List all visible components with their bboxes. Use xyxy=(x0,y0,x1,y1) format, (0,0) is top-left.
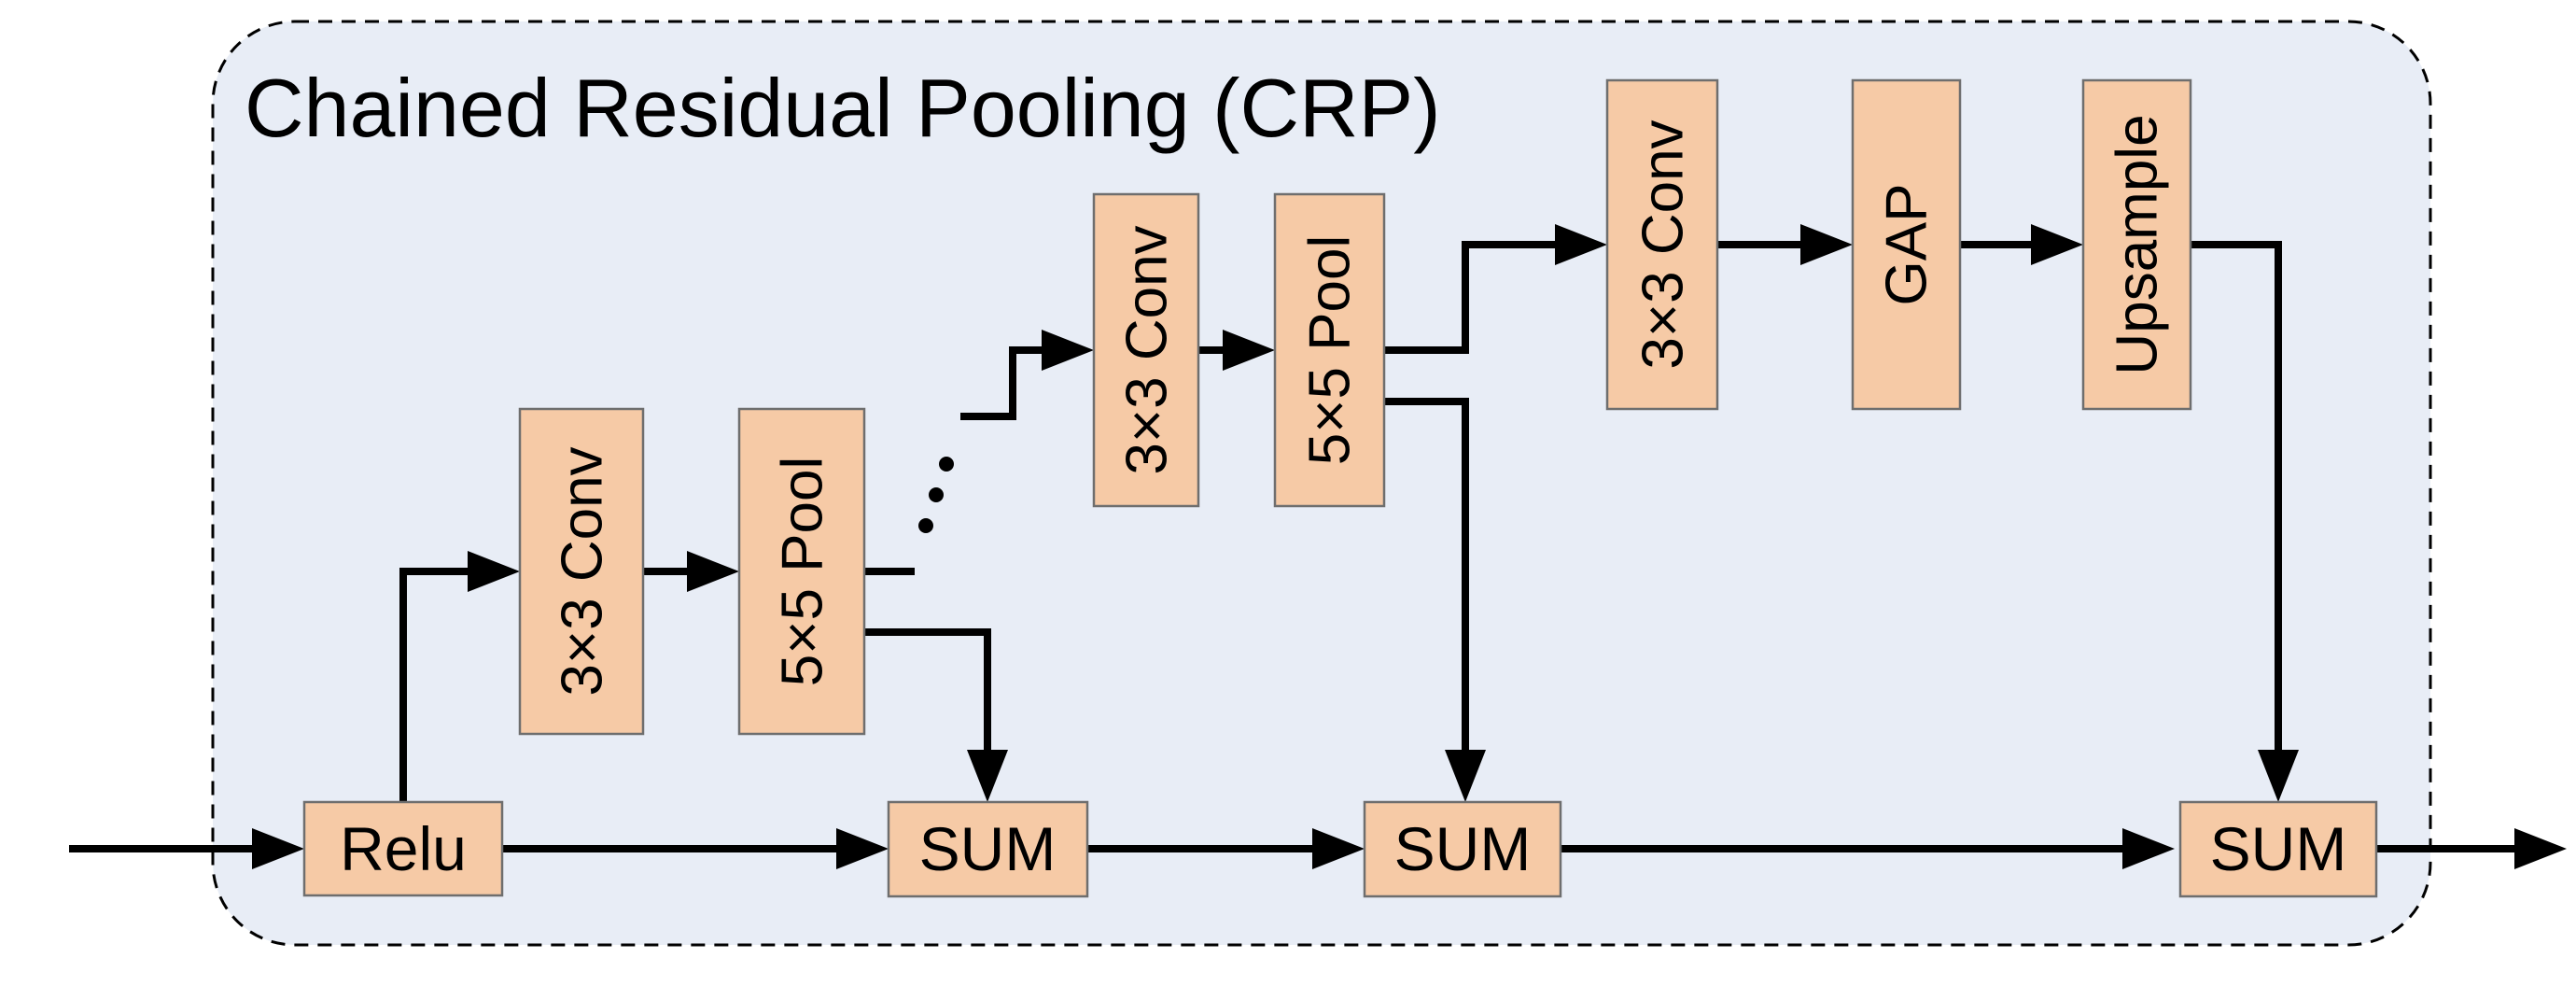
edge-upsample-to-sum3 xyxy=(2191,241,2299,802)
conv1-box xyxy=(518,407,645,736)
arrowhead-conv2-to-pool2 xyxy=(1223,330,1275,371)
gap-label: GAP xyxy=(1875,184,1939,306)
node-sum3: SUM xyxy=(2178,800,2378,898)
edge-chain-to-conv2 xyxy=(960,330,1094,420)
sum1-box xyxy=(887,800,1089,898)
edge-conv3-to-gap xyxy=(1717,224,1853,265)
sum3-box xyxy=(2178,800,2378,898)
node-upsample: Upsample xyxy=(2081,78,2192,411)
arrowhead-pool2-to-conv3 xyxy=(1555,224,1607,265)
edge-pool1-to-sum1 xyxy=(864,628,1008,802)
arrowhead-sum2-to-sum3 xyxy=(2122,828,2175,869)
relu-box xyxy=(302,800,504,897)
chain-ellipsis-dots xyxy=(918,457,954,533)
arrowhead-relu-to-sum1 xyxy=(836,828,889,869)
node-pool1: 5×5 Pool xyxy=(737,407,866,736)
pool2-label: 5×5 Pool xyxy=(1298,235,1363,466)
upsample-box xyxy=(2081,78,2192,411)
edge-relu-to-sum1 xyxy=(502,828,889,869)
node-sum2: SUM xyxy=(1363,800,1562,898)
arrowhead-conv1-to-pool1 xyxy=(687,551,739,592)
arrowhead-conv3-to-gap xyxy=(1800,224,1853,265)
node-conv1: 3×3 Conv xyxy=(518,407,645,736)
node-conv2: 3×3 Conv xyxy=(1092,192,1200,508)
edge-sum1-to-sum2 xyxy=(1087,828,1365,869)
conv3-label: 3×3 Conv xyxy=(1631,120,1696,369)
edge-sum3-to-output xyxy=(2376,828,2567,869)
arrowhead-chain-to-conv2 xyxy=(1042,330,1094,371)
arrowhead-pool2-to-sum2 xyxy=(1445,750,1486,802)
edge-relu-to-conv1 xyxy=(399,551,520,802)
pool2-box xyxy=(1273,192,1386,508)
node-gap: GAP xyxy=(1851,78,1962,411)
arrowhead-sum3-to-output xyxy=(2514,828,2567,869)
conv1-label: 3×3 Conv xyxy=(551,446,615,696)
edge-pool2-to-sum2 xyxy=(1384,398,1486,802)
edge-pool2-to-conv3 xyxy=(1384,224,1607,354)
sum3-label: SUM xyxy=(2210,814,2347,883)
edges xyxy=(69,224,2567,869)
node-conv3: 3×3 Conv xyxy=(1605,78,1719,411)
node-relu: Relu xyxy=(302,800,504,897)
edge-sum2-to-sum3 xyxy=(1561,828,2175,869)
edge-gap-to-upsample xyxy=(1960,224,2083,265)
node-sum1: SUM xyxy=(887,800,1089,898)
edge-conv1-to-pool1 xyxy=(643,551,739,592)
node-pool2: 5×5 Pool xyxy=(1273,192,1386,508)
diagram-title: Chained Residual Pooling (CRP) xyxy=(245,62,1441,154)
arrowhead-relu-to-conv1 xyxy=(468,551,520,592)
arrowhead-input-to-relu xyxy=(252,828,304,869)
conv2-box xyxy=(1092,192,1200,508)
arrowhead-pool1-to-sum1 xyxy=(967,750,1008,802)
upsample-label: Upsample xyxy=(2106,114,2170,374)
arrowhead-upsample-to-sum3 xyxy=(2258,750,2299,802)
relu-label: Relu xyxy=(340,814,467,883)
pool1-label: 5×5 Pool xyxy=(771,457,835,687)
gap-box xyxy=(1851,78,1962,411)
edge-input-to-relu xyxy=(69,828,304,869)
conv2-label: 3×3 Conv xyxy=(1115,225,1180,474)
sum2-box xyxy=(1363,800,1562,898)
arrowhead-gap-to-upsample xyxy=(2031,224,2083,265)
sum2-label: SUM xyxy=(1394,814,1532,883)
conv3-box xyxy=(1605,78,1719,411)
edge-conv2-to-pool2 xyxy=(1198,330,1275,371)
sum1-label: SUM xyxy=(919,814,1057,883)
pool1-box xyxy=(737,407,866,736)
arrowhead-sum1-to-sum2 xyxy=(1312,828,1365,869)
